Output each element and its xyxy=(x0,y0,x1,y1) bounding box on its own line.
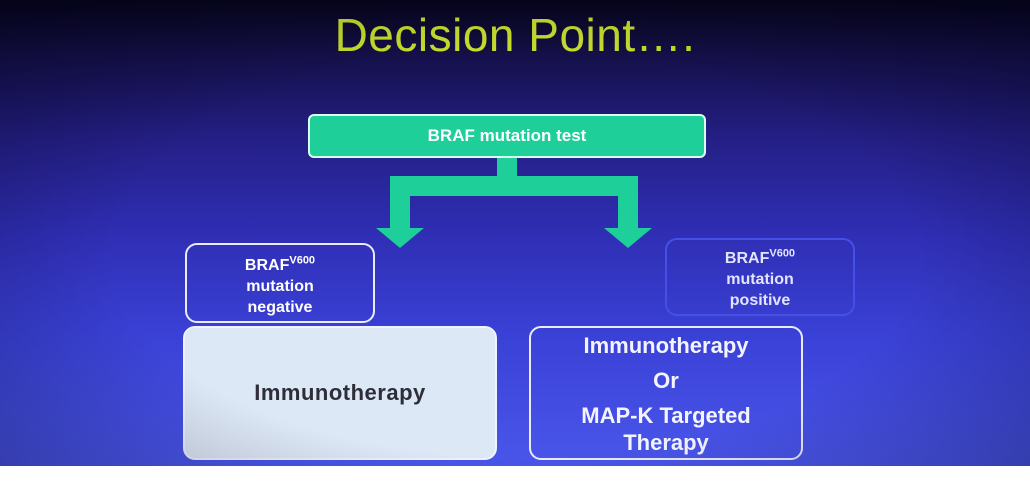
slide: Decision Point…. BRAF mutation test BRAF… xyxy=(0,0,1030,466)
right-arrow-shaft xyxy=(618,194,638,228)
braf-positive-box: BRAFV600 mutation positive xyxy=(665,238,855,316)
right-arrowhead xyxy=(604,228,652,248)
immunotherapy-box: Immunotherapy xyxy=(183,326,497,460)
stem-connector xyxy=(497,156,517,178)
therapy-right-line3: MAP-K Targeted xyxy=(581,403,751,428)
negative-line2: negative xyxy=(247,299,313,316)
positive-variant: V600 xyxy=(769,247,796,260)
left-arrowhead xyxy=(376,228,424,248)
negative-line1: mutation xyxy=(246,278,314,295)
slide-title: Decision Point…. xyxy=(334,9,696,61)
positive-line1: mutation xyxy=(726,271,794,288)
negative-variant: V600 xyxy=(289,254,316,267)
branch-bar xyxy=(390,176,638,196)
left-arrow-shaft xyxy=(390,194,410,228)
immunotherapy-or-targeted-box: Immunotherapy Or MAP-K Targeted Therapy xyxy=(529,326,803,460)
therapy-right-line4: Therapy xyxy=(623,430,709,455)
branch-arrows xyxy=(376,156,652,248)
therapy-right-or: Or xyxy=(653,368,679,393)
braf-negative-box: BRAFV600 mutation negative xyxy=(185,243,375,323)
negative-gene: BRAF xyxy=(244,257,290,274)
positive-line2: positive xyxy=(729,292,791,309)
therapy-right-line1: Immunotherapy xyxy=(583,333,749,358)
positive-gene: BRAF xyxy=(724,250,770,267)
braf-mutation-test-box: BRAF mutation test xyxy=(308,114,706,158)
